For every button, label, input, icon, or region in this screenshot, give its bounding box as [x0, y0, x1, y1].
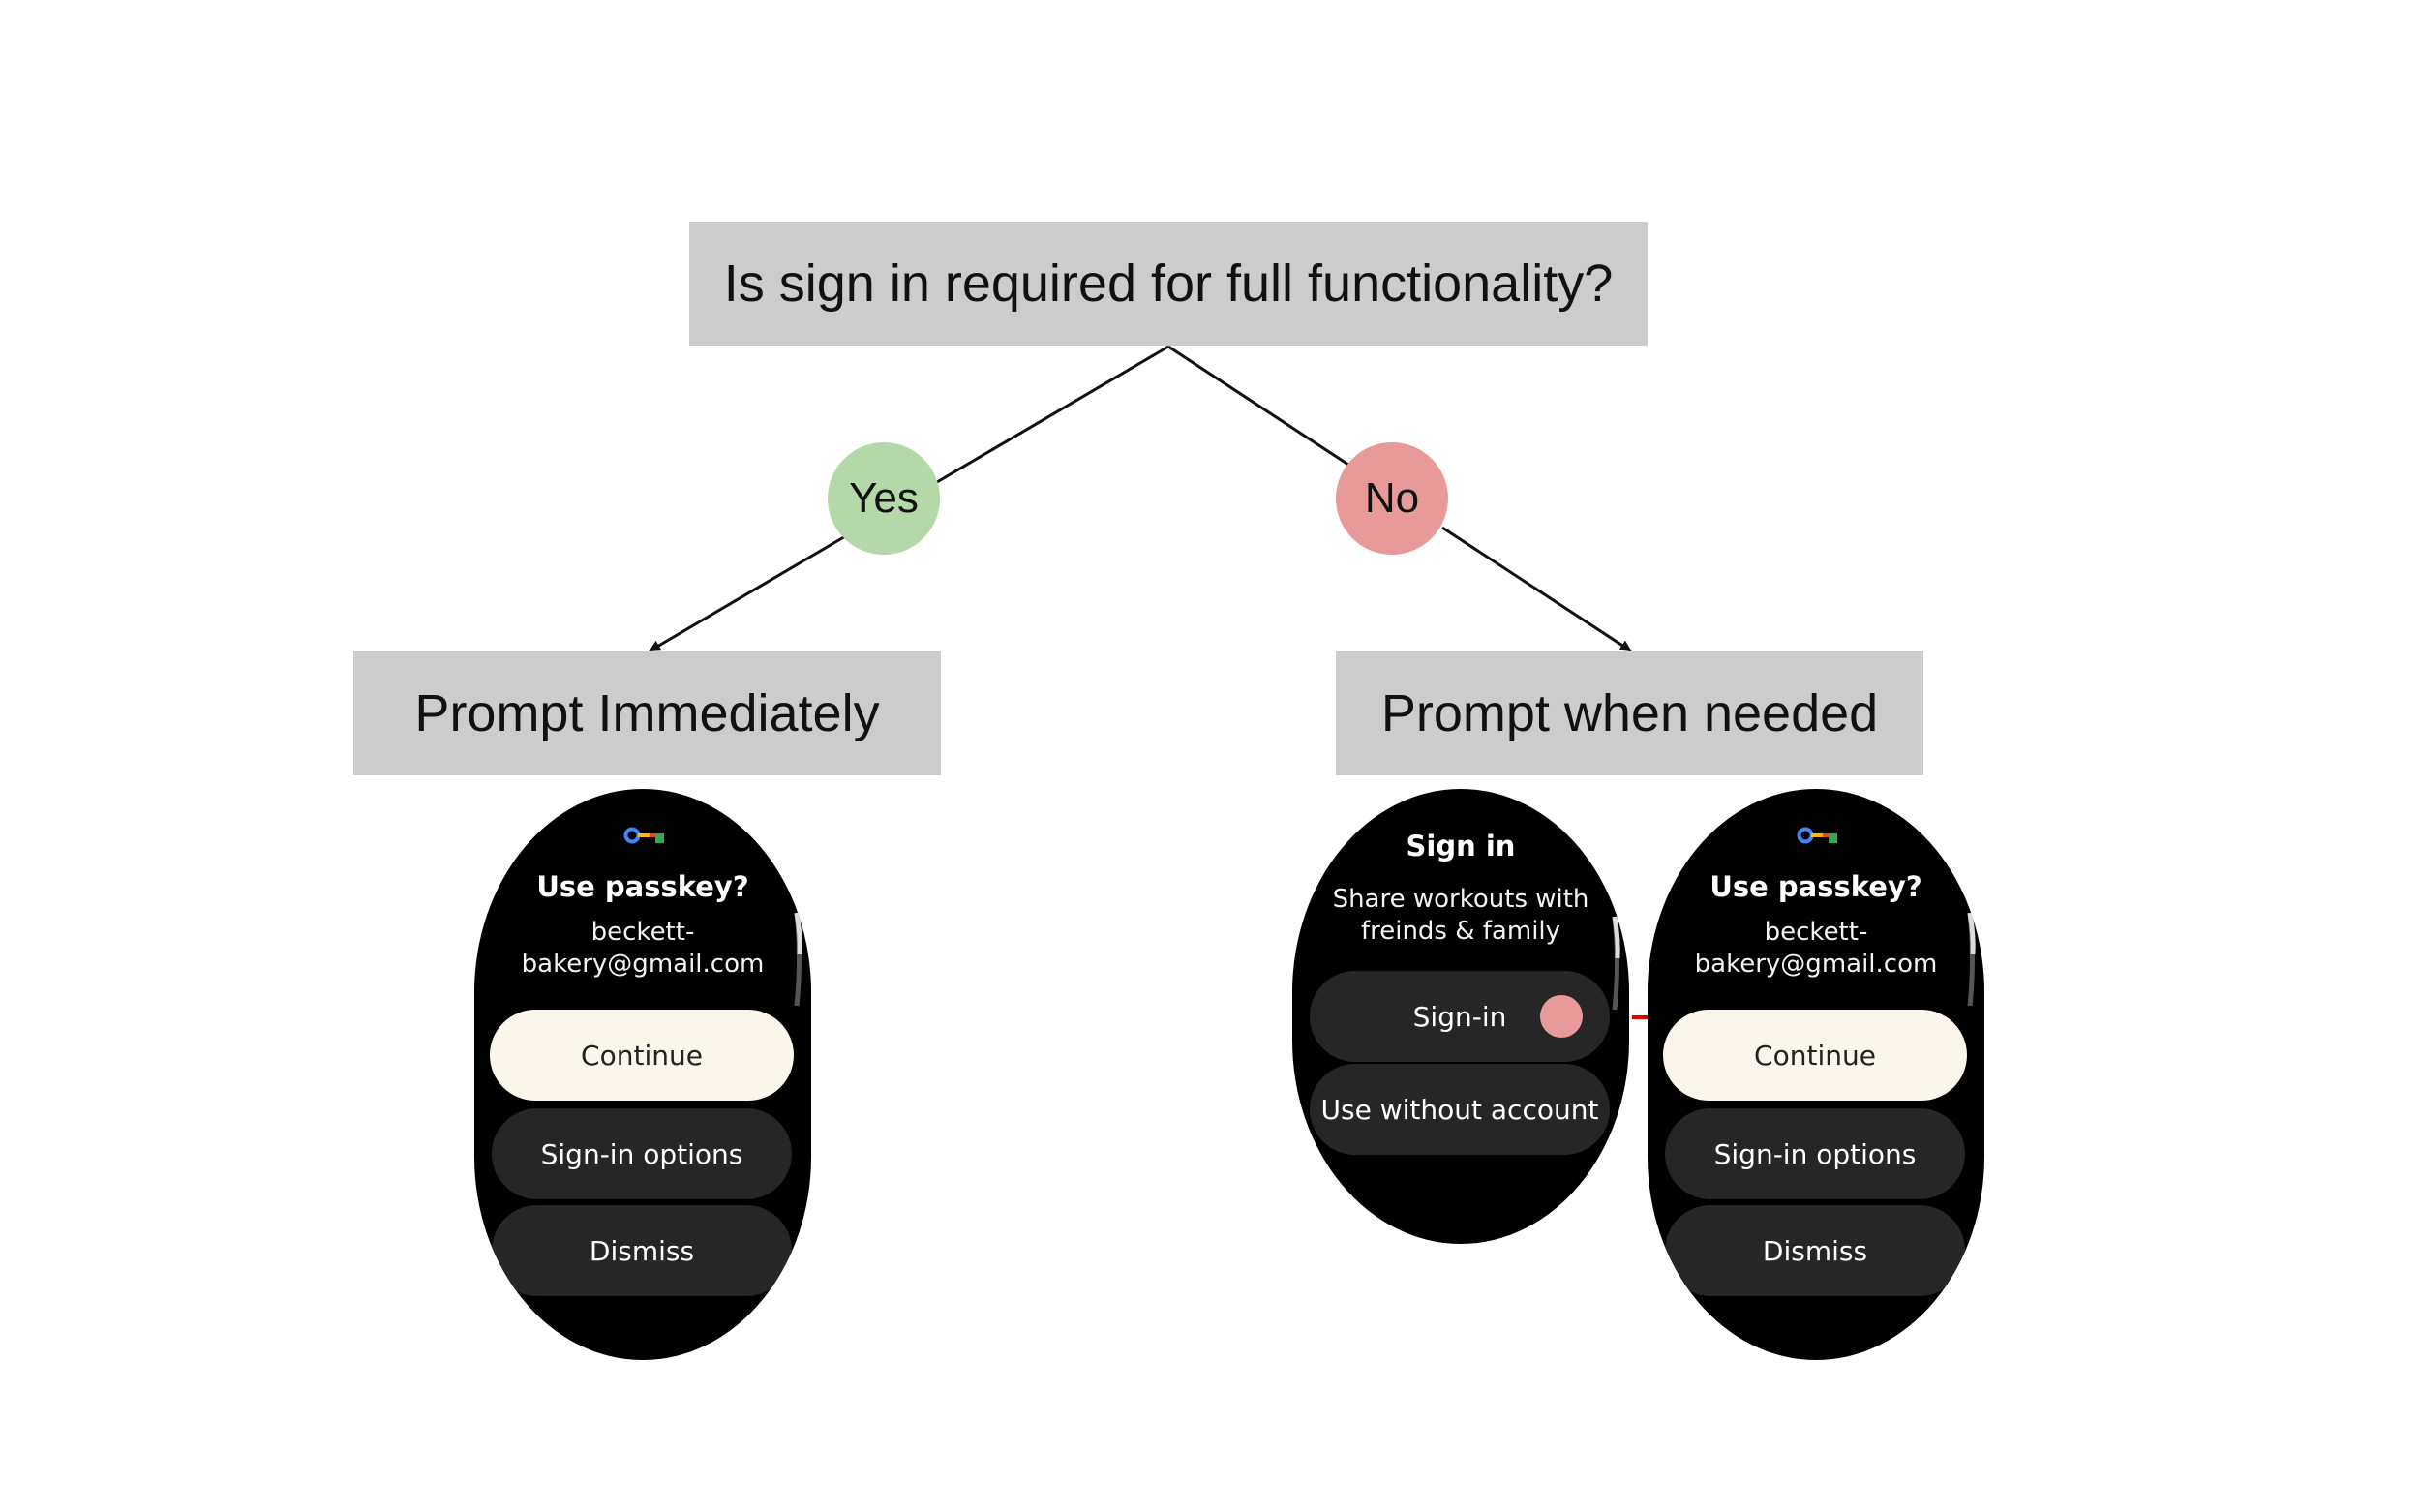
scroll-indicator	[794, 912, 802, 1007]
continue-button[interactable]: Continue	[1663, 1010, 1967, 1101]
signin-watch-screen: Sign in Share workouts with freinds & fa…	[1292, 789, 1629, 1244]
prompt-immediately-box: Prompt Immediately	[353, 651, 941, 775]
signin-title: Sign in	[1406, 830, 1516, 862]
signin-subtitle: Share workouts with freinds & family	[1332, 885, 1589, 946]
dismiss-button[interactable]: Dismiss	[492, 1205, 792, 1296]
passkey-watch-screen-right: Use passkey? beckett- bakery@gmail.com C…	[1648, 789, 1984, 1360]
passkey-key-icon	[623, 827, 664, 844]
connector-yes-left	[649, 533, 848, 652]
connector-question-yes	[936, 345, 1169, 484]
use-without-account-button[interactable]: Use without account	[1310, 1064, 1610, 1155]
passkey-key-icon	[1797, 827, 1837, 844]
sign-in-options-button[interactable]: Sign-in options	[492, 1108, 792, 1199]
connector-no-right	[1441, 526, 1632, 652]
prompt-when-needed-box: Prompt when needed	[1336, 651, 1923, 775]
scroll-indicator	[1612, 916, 1620, 1011]
yes-node: Yes	[828, 442, 940, 555]
question-box: Is sign in required for full functionali…	[689, 222, 1648, 346]
no-node: No	[1336, 442, 1448, 555]
sign-in-options-button[interactable]: Sign-in options	[1665, 1108, 1965, 1199]
passkey-title: Use passkey?	[536, 870, 749, 903]
scroll-indicator	[1967, 912, 1976, 1007]
passkey-title: Use passkey?	[1709, 870, 1922, 903]
passkey-account: beckett- bakery@gmail.com	[1694, 918, 1938, 979]
passkey-watch-screen-left: Use passkey? beckett- bakery@gmail.com C…	[474, 789, 811, 1360]
connector-question-no	[1167, 345, 1352, 469]
continue-button[interactable]: Continue	[490, 1010, 794, 1101]
passkey-account: beckett- bakery@gmail.com	[521, 918, 765, 979]
tap-indicator	[1540, 995, 1583, 1038]
dismiss-button[interactable]: Dismiss	[1665, 1205, 1965, 1296]
